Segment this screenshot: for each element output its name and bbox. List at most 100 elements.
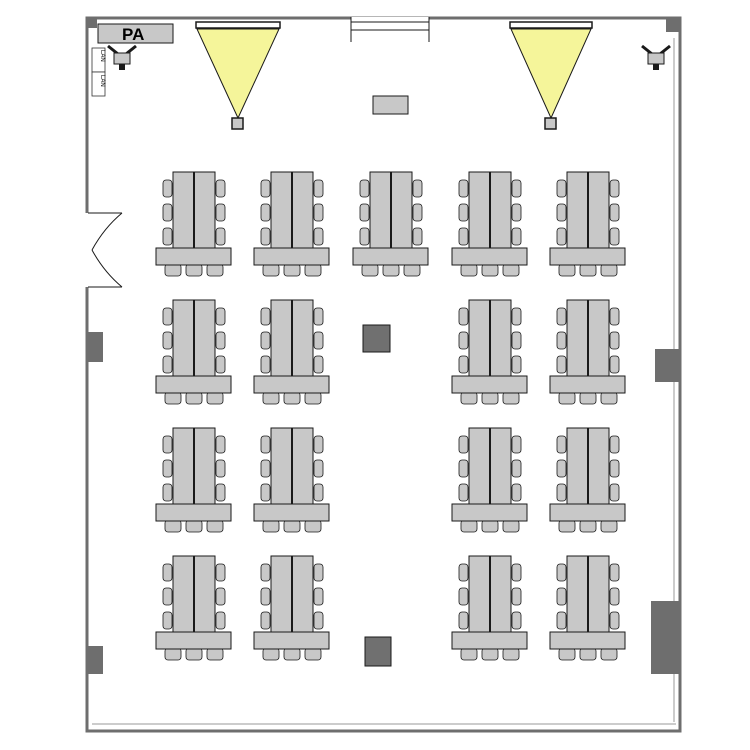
head-table — [451, 631, 528, 650]
chair — [304, 647, 322, 661]
chair — [556, 611, 567, 630]
chair — [502, 647, 520, 661]
chair — [481, 263, 499, 277]
chair — [215, 355, 226, 374]
long-table — [270, 555, 293, 634]
head-table — [549, 247, 626, 266]
chair — [215, 587, 226, 606]
long-table — [566, 171, 589, 250]
chair — [162, 307, 173, 326]
chair — [162, 435, 173, 454]
head-table — [253, 503, 330, 522]
chair — [162, 611, 173, 630]
chair — [359, 227, 370, 246]
chair — [260, 355, 271, 374]
long-table — [172, 299, 195, 378]
chair — [313, 459, 324, 478]
chair — [260, 203, 271, 222]
chair — [304, 263, 322, 277]
chair — [502, 519, 520, 533]
interior-pillar — [364, 636, 392, 667]
lan-sockets: LAN LAN — [91, 47, 106, 97]
chair — [458, 587, 469, 606]
chair — [609, 459, 620, 478]
chair — [313, 227, 324, 246]
chair — [215, 307, 226, 326]
chair — [556, 355, 567, 374]
chair — [511, 563, 522, 582]
chair — [206, 263, 224, 277]
long-table — [193, 555, 216, 634]
long-table — [468, 427, 491, 506]
chair — [511, 611, 522, 630]
chair — [313, 331, 324, 350]
chair — [162, 331, 173, 350]
head-table — [549, 375, 626, 394]
chair — [600, 263, 618, 277]
chair — [609, 179, 620, 198]
chair — [164, 519, 182, 533]
chair — [262, 647, 280, 661]
chair — [609, 435, 620, 454]
chair — [162, 179, 173, 198]
chair — [403, 263, 421, 277]
chair — [164, 263, 182, 277]
chair — [313, 435, 324, 454]
table-group — [253, 299, 330, 405]
table-group — [253, 171, 330, 277]
chair — [162, 587, 173, 606]
chair — [558, 263, 576, 277]
lectern — [372, 95, 409, 115]
chair — [185, 519, 203, 533]
chair — [458, 611, 469, 630]
long-table — [587, 171, 610, 250]
chair — [558, 391, 576, 405]
chair — [556, 331, 567, 350]
chair — [206, 519, 224, 533]
wall-column — [651, 601, 680, 674]
chair — [609, 563, 620, 582]
chair — [511, 435, 522, 454]
long-table — [369, 171, 392, 250]
chair — [215, 483, 226, 502]
chair — [558, 519, 576, 533]
chair — [260, 227, 271, 246]
long-table — [566, 427, 589, 506]
chair — [458, 435, 469, 454]
chair — [458, 331, 469, 350]
chair — [458, 227, 469, 246]
chair — [609, 307, 620, 326]
long-table — [291, 171, 314, 250]
chair — [458, 483, 469, 502]
long-table — [193, 427, 216, 506]
table-group — [253, 427, 330, 533]
chair — [313, 307, 324, 326]
chair — [458, 459, 469, 478]
chair — [283, 391, 301, 405]
chair — [185, 647, 203, 661]
chair — [164, 647, 182, 661]
chair — [511, 307, 522, 326]
chair — [162, 563, 173, 582]
chair — [361, 263, 379, 277]
long-table — [468, 555, 491, 634]
long-table — [566, 299, 589, 378]
long-table — [270, 299, 293, 378]
head-table — [549, 631, 626, 650]
chair — [185, 263, 203, 277]
pa-box: PA — [97, 23, 174, 44]
chair — [458, 307, 469, 326]
long-table — [291, 555, 314, 634]
chair — [502, 391, 520, 405]
head-table — [253, 631, 330, 650]
table-group — [451, 427, 528, 533]
chair — [460, 391, 478, 405]
chair — [600, 391, 618, 405]
chair — [304, 519, 322, 533]
table-group — [352, 171, 429, 277]
table-group — [549, 427, 626, 533]
long-table — [291, 299, 314, 378]
chair — [609, 355, 620, 374]
chair — [162, 483, 173, 502]
chair — [511, 355, 522, 374]
